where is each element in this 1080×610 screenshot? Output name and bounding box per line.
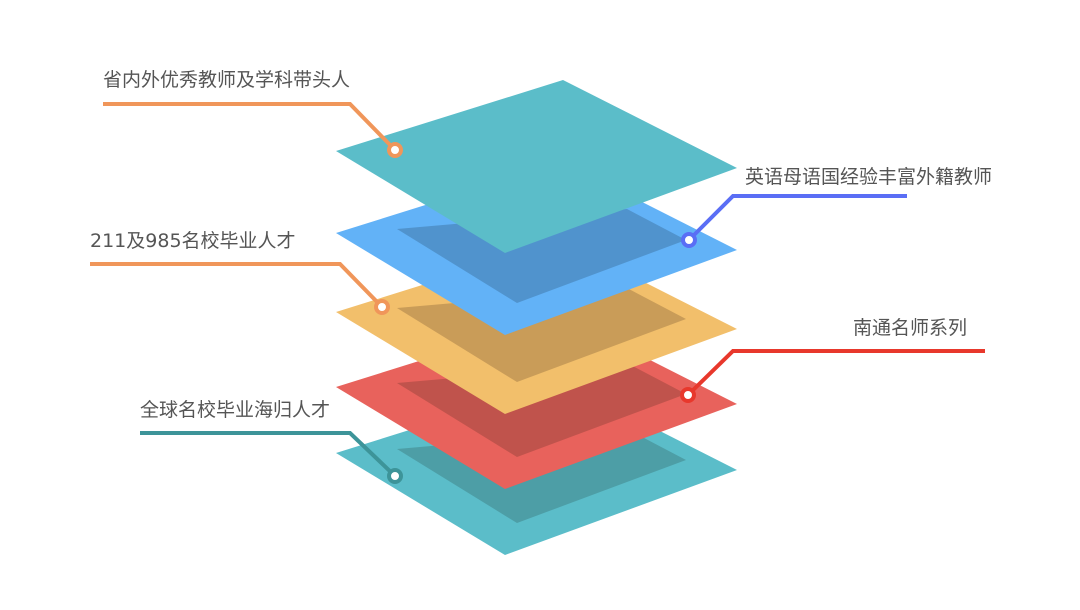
callout-line-provincial-teachers bbox=[103, 102, 397, 152]
callout-label-nantong-teachers: 南通名师系列 bbox=[853, 317, 968, 339]
callout-dot-provincial-teachers bbox=[387, 142, 403, 158]
callout-line-nantong-teachers bbox=[686, 349, 985, 397]
callout-label-foreign-teachers: 英语母语国经验丰富外籍教师 bbox=[745, 166, 993, 188]
callout-line-overseas-returnees bbox=[140, 431, 397, 478]
callout-dot-211-985-graduates bbox=[374, 299, 390, 315]
callout-label-overseas-returnees: 全球名校毕业海归人才 bbox=[140, 399, 331, 421]
callout-dot-overseas-returnees bbox=[387, 468, 403, 484]
callout-label-provincial-teachers: 省内外优秀教师及学科带头人 bbox=[103, 69, 351, 91]
callout-line-211-985-graduates bbox=[90, 262, 384, 309]
layer-top bbox=[336, 80, 737, 253]
callout-dot-foreign-teachers bbox=[681, 232, 697, 248]
callout-line-foreign-teachers bbox=[687, 194, 907, 242]
layer-blue-shadow bbox=[397, 209, 686, 303]
callout-dot-nantong-teachers bbox=[680, 387, 696, 403]
callout-label-211-985-graduates: 211及985名校毕业人才 bbox=[90, 230, 296, 252]
